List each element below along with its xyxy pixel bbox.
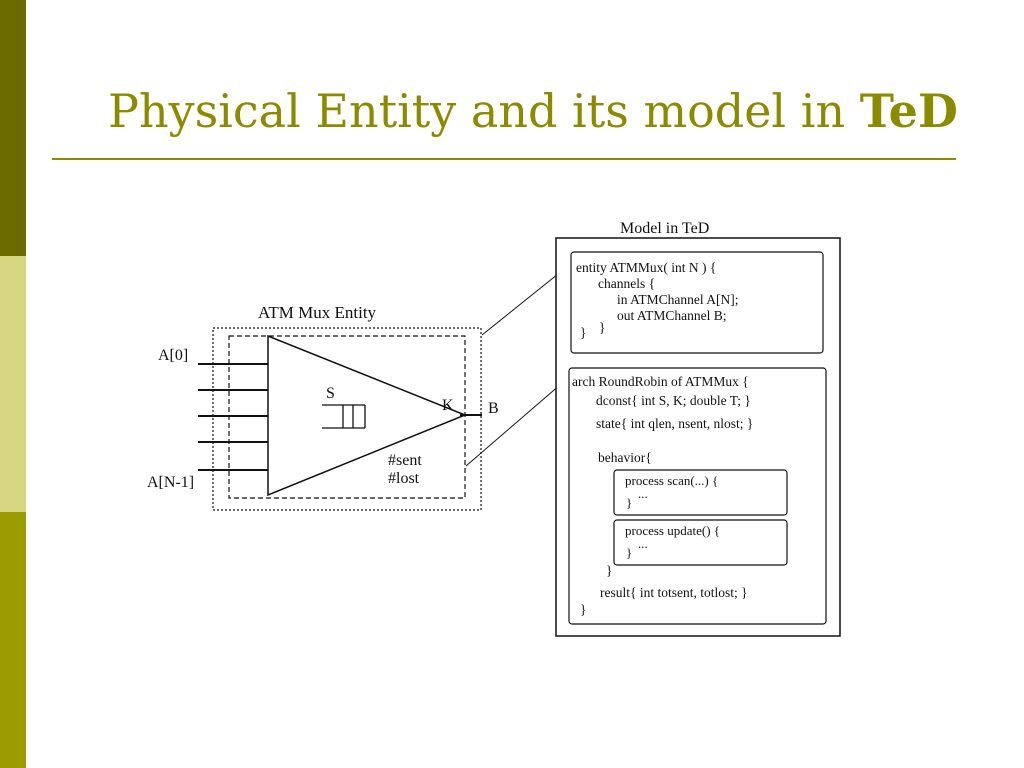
input-lines <box>198 363 268 471</box>
k-label: K <box>442 397 454 414</box>
entity-label: ATM Mux Entity <box>258 303 377 322</box>
arrow-to-arch-block <box>465 377 569 467</box>
slide-title: Physical Entity and its model in TeD <box>108 88 958 134</box>
code-line: } <box>626 545 632 560</box>
output-label: B <box>488 400 499 417</box>
code-line: dconst{ int S, K; double T; } <box>596 393 751 408</box>
code-line: arch RoundRobin of ATMMux { <box>572 374 749 389</box>
queue-icon <box>322 404 366 429</box>
scan-process-box <box>613 469 788 516</box>
entity-outer-box <box>212 327 482 511</box>
queue-label: S <box>326 385 335 402</box>
input-first-label: A[0] <box>158 347 188 364</box>
arrow-to-entity-block <box>481 265 569 336</box>
code-line: process scan(...) { <box>625 473 718 488</box>
title-text: Physical Entity and its model in <box>108 84 860 138</box>
code-line: ... <box>638 486 648 501</box>
code-line: process update() { <box>625 523 720 538</box>
code-line: entity ATMMux( int N ) { <box>576 260 716 275</box>
counter-sent: #sent <box>388 452 422 469</box>
entity-block-box <box>570 251 824 354</box>
code-line: channels { <box>598 276 655 291</box>
code-line: behavior{ <box>598 450 652 465</box>
code-line: } <box>599 320 605 335</box>
title-rule <box>52 158 956 160</box>
side-bar-bottom <box>0 512 26 768</box>
code-line: } <box>626 495 632 510</box>
side-bar-middle <box>0 256 26 512</box>
code-line: out ATMChannel B; <box>617 308 727 323</box>
title-bold: TeD <box>859 84 958 138</box>
code-line: } <box>580 325 586 340</box>
counter-lost: #lost <box>388 470 420 487</box>
code-line: ... <box>638 536 648 551</box>
code-line: in ATMChannel A[N]; <box>617 292 739 307</box>
code-line: result{ int totsent, totlost; } <box>600 585 748 600</box>
mux-triangle <box>267 334 468 497</box>
side-bar-top <box>0 0 26 256</box>
model-label: Model in TeD <box>620 220 709 237</box>
code-line: state{ int qlen, nsent, nlost; } <box>596 416 753 431</box>
code-line: } <box>580 602 586 617</box>
input-last-label: A[N-1] <box>147 474 194 491</box>
update-process-box <box>613 519 788 566</box>
code-line: } <box>606 563 612 578</box>
